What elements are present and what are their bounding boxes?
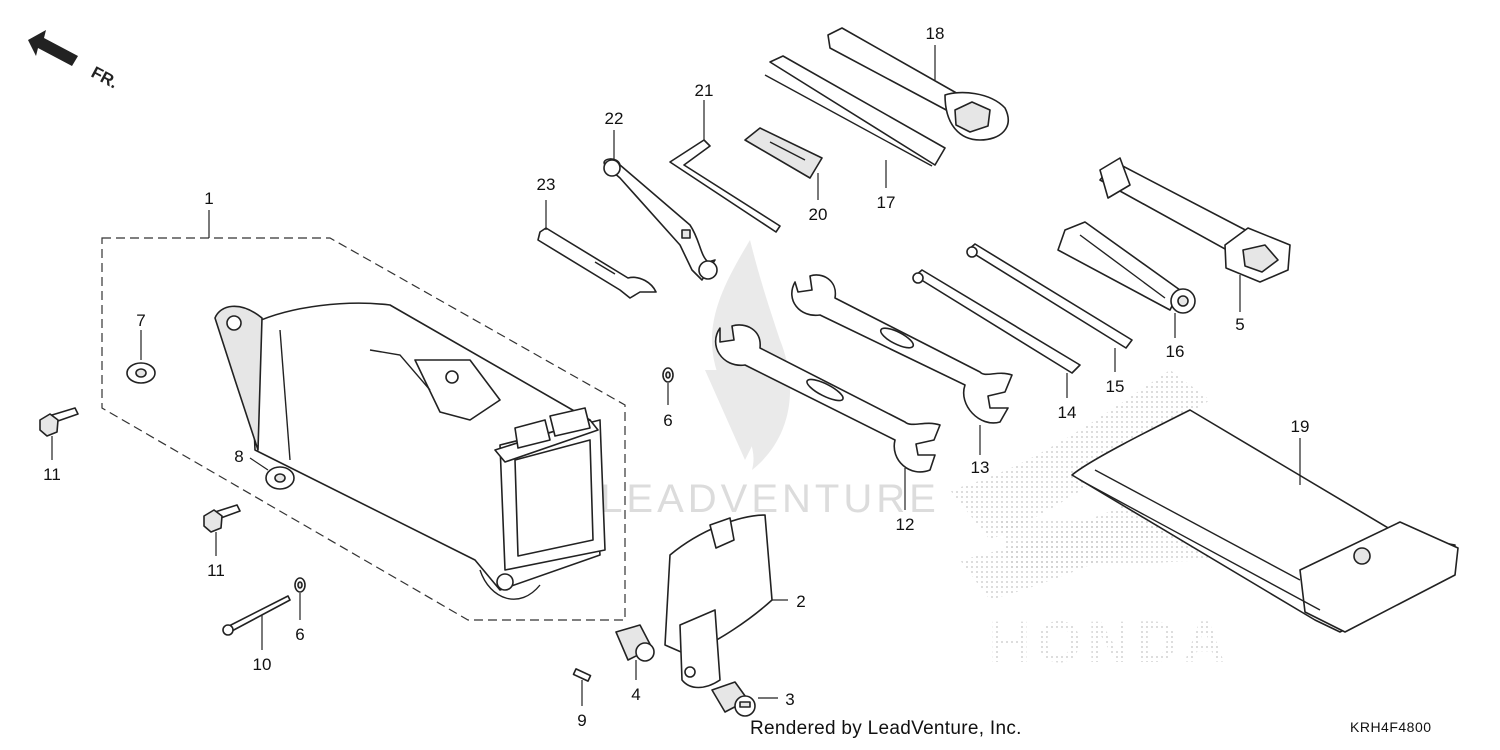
callout-17: 17	[877, 193, 896, 212]
latch	[615, 624, 655, 662]
callout-23: 23	[537, 175, 556, 194]
key-cylinder	[711, 681, 756, 717]
callout-14: 14	[1058, 403, 1077, 422]
callout-3: 3	[785, 690, 794, 709]
tool-clip	[744, 127, 823, 179]
pin-9	[572, 668, 592, 682]
honda-watermark-text: HONDA	[989, 610, 1232, 675]
callout-11a: 11	[43, 465, 61, 484]
offset-wrench	[603, 158, 718, 281]
front-direction-label: FR.	[88, 63, 121, 93]
screwdriver-blade-2	[912, 269, 1081, 374]
callout-19: 19	[1291, 417, 1310, 436]
callout-5: 5	[1235, 315, 1244, 334]
open-end-wrench-12	[714, 324, 941, 473]
tool-box-lid	[664, 514, 773, 689]
washer-7	[126, 362, 156, 384]
callout-21: 21	[695, 81, 714, 100]
callout-8: 8	[234, 447, 243, 466]
leadventure-watermark-text: LEADVENTURE	[600, 477, 940, 521]
callout-6a: 6	[663, 411, 672, 430]
socket-wrench	[1099, 157, 1291, 283]
screwdriver-blade	[966, 243, 1133, 349]
callout-2: 2	[796, 592, 805, 611]
callout-20: 20	[809, 205, 828, 224]
callout-11b: 11	[207, 561, 225, 580]
tool-box	[214, 302, 606, 600]
callout-13: 13	[971, 458, 990, 477]
spanner-bar	[764, 55, 946, 167]
leader-8	[249, 457, 269, 471]
tool-pouch	[1071, 409, 1459, 633]
callout-16: 16	[1166, 342, 1185, 361]
callout-12: 12	[896, 515, 915, 534]
cotter-pin-10	[222, 595, 291, 636]
diagram-code: KRH4F4800	[1350, 719, 1432, 735]
small-wrench	[537, 227, 657, 299]
callout-10: 10	[253, 655, 272, 674]
bolt-11a	[39, 407, 79, 437]
callout-4: 4	[631, 685, 640, 704]
callout-9: 9	[577, 711, 586, 730]
callout-6b: 6	[295, 625, 304, 644]
front-direction-arrow-icon	[28, 30, 78, 66]
callout-18: 18	[926, 24, 945, 43]
callout-22: 22	[605, 109, 624, 128]
bolt-11b	[203, 504, 241, 533]
callout-15: 15	[1106, 377, 1125, 396]
washer-6a	[662, 367, 674, 383]
screwdriver-handle	[1057, 221, 1196, 314]
washer-6b	[294, 577, 306, 593]
callout-1: 1	[204, 189, 213, 208]
open-end-wrench-13	[791, 274, 1013, 424]
render-credit: Rendered by LeadVenture, Inc.	[750, 718, 1022, 739]
box-wrench	[827, 27, 1009, 141]
grommet-8	[265, 466, 295, 490]
callout-7: 7	[136, 311, 145, 330]
tool-box-assembly-outline	[101, 237, 626, 621]
hex-key	[669, 139, 781, 233]
